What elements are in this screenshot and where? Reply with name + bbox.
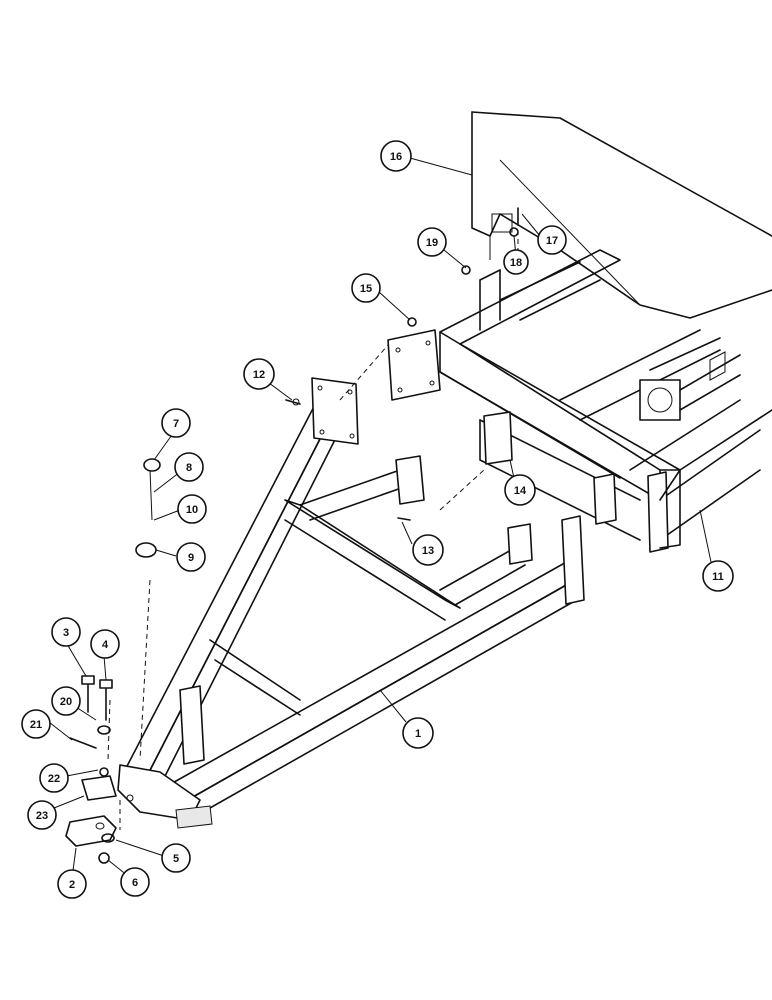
callout-6: 6 (120, 867, 150, 897)
callout-16: 16 (380, 140, 412, 172)
callout-number: 10 (186, 504, 198, 516)
small-parts (65, 207, 519, 864)
hopper-body (471, 111, 772, 319)
callout-14: 14 (504, 474, 536, 506)
callout-number: 4 (102, 639, 109, 651)
callout-number: 21 (30, 719, 42, 731)
callout-number: 11 (712, 571, 724, 583)
callout-12: 12 (243, 358, 275, 390)
callout-number: 1 (415, 728, 421, 740)
callout-number: 22 (48, 773, 60, 785)
callout-3: 3 (51, 617, 81, 647)
callouts: 16 17 18 19 15 12 7 8 10 9 14 13 11 1 3 … (21, 140, 734, 899)
main-frame (387, 249, 772, 553)
callout-number: 15 (360, 283, 372, 295)
callout-21: 21 (21, 709, 51, 739)
callout-number: 6 (132, 877, 138, 889)
callout-10: 10 (177, 494, 207, 524)
callout-number: 5 (173, 853, 179, 865)
callout-9: 9 (176, 542, 206, 572)
callout-23: 23 (27, 800, 57, 830)
callout-number: 9 (188, 552, 194, 564)
callout-7: 7 (161, 408, 191, 438)
callout-13: 13 (412, 534, 444, 566)
callout-5: 5 (161, 843, 191, 873)
callout-number: 8 (186, 462, 192, 474)
callout-number: 2 (69, 879, 75, 891)
callout-22: 22 (39, 763, 69, 793)
callout-number: 16 (390, 151, 402, 163)
callout-number: 12 (253, 369, 265, 381)
callout-11: 11 (702, 560, 734, 592)
callout-1: 1 (402, 717, 434, 749)
callout-number: 23 (36, 810, 48, 822)
callout-4: 4 (90, 629, 120, 659)
hitch-frame (117, 377, 585, 829)
callout-number: 18 (510, 257, 522, 269)
callout-number: 3 (63, 627, 69, 639)
assembly-lines (107, 212, 519, 830)
callout-19: 19 (417, 227, 447, 257)
callout-number: 13 (422, 545, 434, 557)
callout-8: 8 (174, 452, 204, 482)
callout-number: 7 (173, 418, 179, 430)
callout-17: 17 (537, 225, 567, 255)
callout-number: 14 (514, 485, 527, 497)
callout-number: 20 (60, 696, 72, 708)
callout-18: 18 (503, 249, 529, 275)
callout-number: 17 (546, 235, 558, 247)
callout-number: 19 (426, 237, 438, 249)
callout-20: 20 (51, 686, 81, 716)
callout-15: 15 (351, 273, 381, 303)
callout-2: 2 (57, 869, 87, 899)
